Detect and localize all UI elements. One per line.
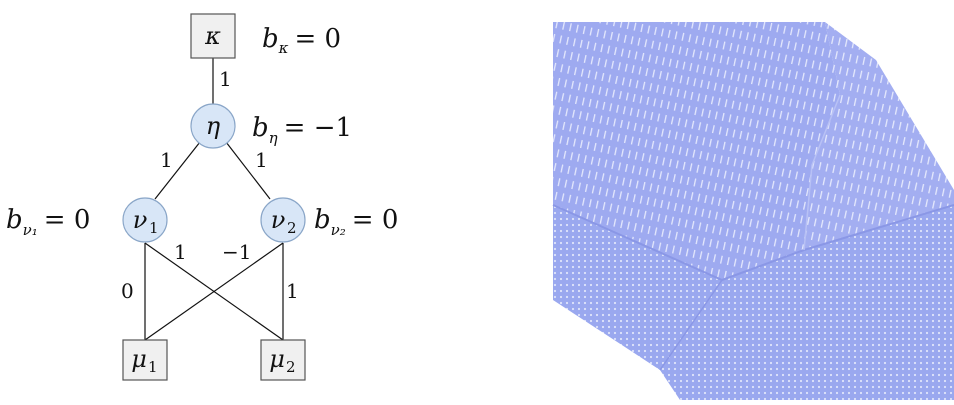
node-nu1-label: ν <box>133 206 148 234</box>
weight-kappa-eta: 1 <box>219 67 232 91</box>
bias-nu2-symbol: b <box>314 205 331 235</box>
surface-face-lower-right <box>660 205 954 400</box>
node-mu2-sub: 2 <box>286 358 296 376</box>
bias-eta-sub: η <box>269 129 278 147</box>
bias-kappa-symbol: b <box>262 24 279 54</box>
surface-ridge-3 <box>803 94 841 251</box>
node-mu1: μ 1 <box>122 339 168 381</box>
weight-nu2-mu2: 1 <box>286 279 299 303</box>
bias-kappa: bκ = 0 <box>262 24 341 57</box>
bias-nu2-rhs: = 0 <box>352 205 399 235</box>
surface-ridge-2 <box>659 279 723 371</box>
surface-face-lower-left <box>553 205 722 370</box>
bias-nu2-sub: ν₂ <box>331 221 346 239</box>
node-mu1-label: μ <box>131 345 147 373</box>
node-mu1-sub: 1 <box>148 358 158 376</box>
bias-eta-symbol: b <box>252 113 269 143</box>
node-nu1: ν 1 <box>122 197 168 243</box>
surface-ridge <box>552 204 954 282</box>
edge-eta-nu2 <box>225 141 271 200</box>
edges <box>144 58 284 341</box>
weight-nu1-mu1: 0 <box>121 279 134 303</box>
bias-nu1-sub: ν₁ <box>23 221 38 239</box>
bias-kappa-rhs: = 0 <box>295 24 342 54</box>
surface-plot <box>552 22 954 400</box>
bias-eta: bη = −1 <box>252 113 352 147</box>
bias-eta-rhs: = −1 <box>284 113 352 143</box>
bias-kappa-sub: κ <box>278 39 289 57</box>
node-mu2-label: μ <box>269 345 285 373</box>
node-kappa: κ <box>190 13 236 59</box>
weight-eta-nu1: 1 <box>160 148 173 172</box>
node-nu2-label: ν <box>271 206 286 234</box>
node-nu2: ν 2 <box>260 197 306 243</box>
bias-nu2: bν₂ = 0 <box>314 205 398 239</box>
svg-text:bη= −1: bη = −1 <box>252 113 352 147</box>
node-eta-label: η <box>206 112 221 140</box>
node-eta: η <box>190 103 236 149</box>
weight-eta-nu2: 1 <box>255 148 268 172</box>
weight-nu2-mu1: −1 <box>222 240 251 264</box>
node-nu1-sub: 1 <box>149 219 159 237</box>
svg-text:bκ= 0: bκ = 0 <box>262 24 341 57</box>
bias-nu1: bν₁ = 0 <box>6 205 90 239</box>
node-mu2: μ 2 <box>260 339 306 381</box>
surface-face-upper <box>553 22 840 280</box>
bias-nu1-rhs: = 0 <box>44 205 91 235</box>
svg-text:bν₂= 0: bν₂ = 0 <box>314 205 398 239</box>
edge-weights: 1 1 1 0 1 −1 1 <box>121 67 299 303</box>
weight-nu1-mu2: 1 <box>174 240 187 264</box>
bias-nu1-symbol: b <box>6 205 23 235</box>
node-nu2-sub: 2 <box>287 219 297 237</box>
surface-face-upper-right <box>804 22 954 250</box>
node-kappa-label: κ <box>204 22 221 50</box>
edge-eta-nu1 <box>154 141 201 200</box>
edge-nu2-mu1 <box>144 242 284 341</box>
svg-text:bν₁= 0: bν₁ = 0 <box>6 205 90 239</box>
